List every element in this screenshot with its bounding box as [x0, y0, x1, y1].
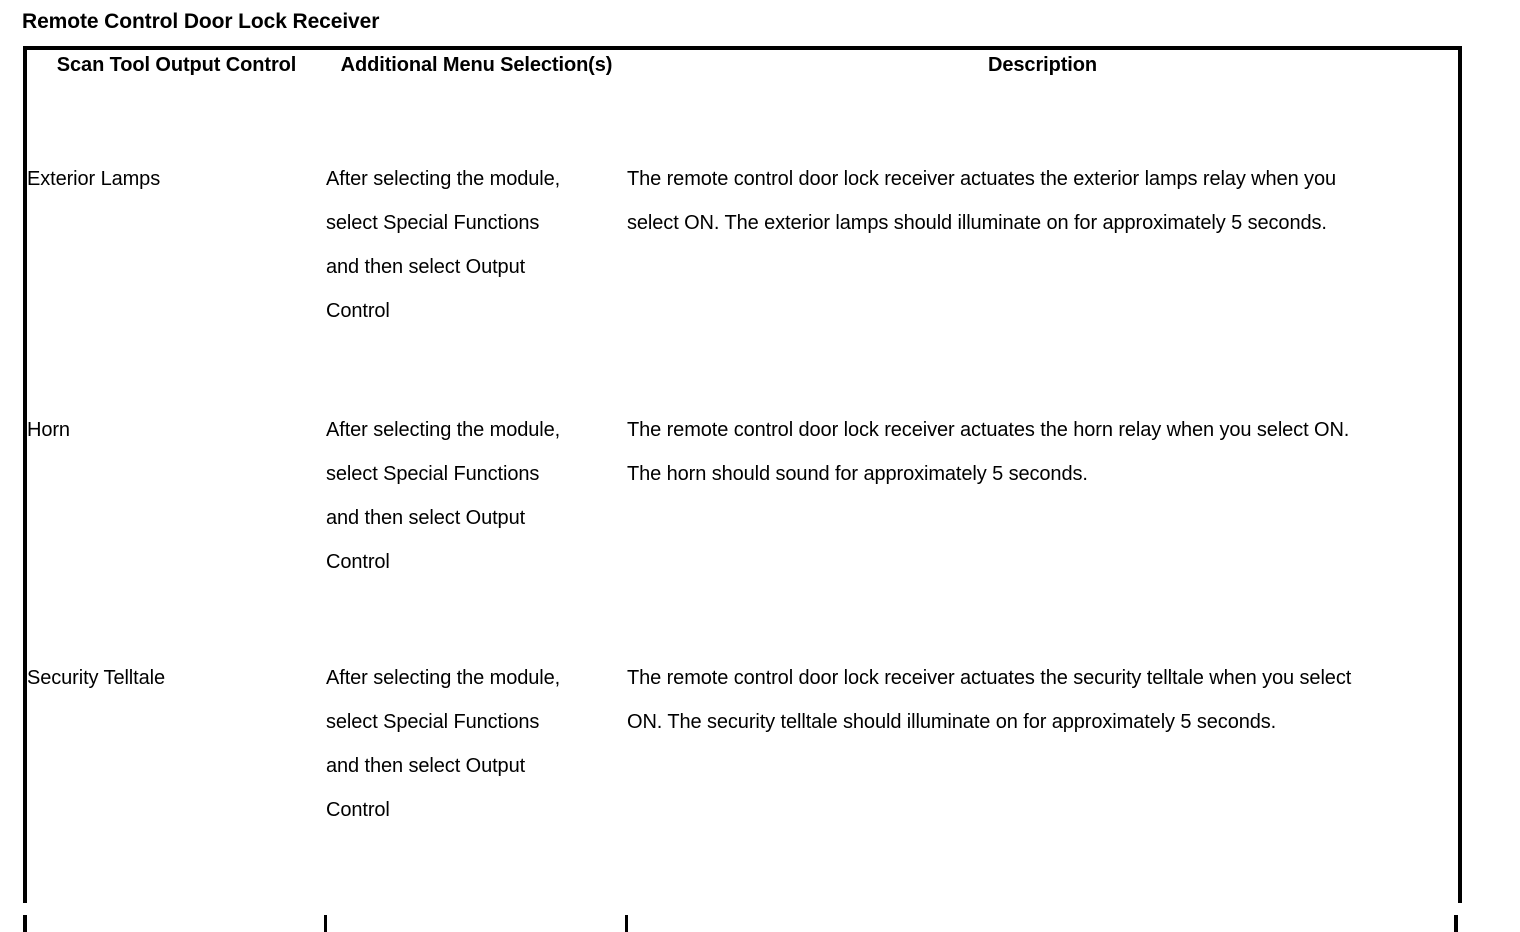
cell-menu-selection-text: After selecting the module, select Speci…: [326, 667, 561, 821]
page-title: Remote Control Door Lock Receiver: [22, 10, 380, 33]
cell-control: Horn: [25, 408, 326, 656]
column-header-additional-menu-selections: Additional Menu Selection(s): [326, 48, 627, 157]
column-divider: [625, 915, 628, 932]
cell-description: The remote control door lock receiver ac…: [627, 656, 1460, 903]
table-header-row: Scan Tool Output Control Additional Menu…: [25, 48, 1460, 157]
cell-control: Security Telltale: [25, 656, 326, 903]
scan-tool-output-control-table: Scan Tool Output Control Additional Menu…: [23, 46, 1462, 903]
cell-menu-selection: After selecting the module, select Speci…: [326, 157, 627, 408]
column-divider: [324, 915, 327, 932]
cell-menu-selection: After selecting the module, select Speci…: [326, 656, 627, 903]
table-row: Exterior Lamps After selecting the modul…: [25, 157, 1460, 408]
cell-description-text: The remote control door lock receiver ac…: [627, 168, 1337, 234]
cell-menu-selection-text: After selecting the module, select Speci…: [326, 168, 561, 322]
column-header-description: Description: [627, 48, 1460, 157]
cell-control: Exterior Lamps: [25, 157, 326, 408]
table-row: Security Telltale After selecting the mo…: [25, 656, 1460, 903]
table-header: Scan Tool Output Control Additional Menu…: [25, 48, 1460, 157]
cell-description-text: The remote control door lock receiver ac…: [627, 667, 1352, 733]
cell-description-text: The remote control door lock receiver ac…: [627, 419, 1350, 485]
cell-description: The remote control door lock receiver ac…: [627, 408, 1460, 656]
column-header-scan-tool-output-control: Scan Tool Output Control: [25, 48, 326, 157]
table-row: Horn After selecting the module, select …: [25, 408, 1460, 656]
cell-menu-selection-text: After selecting the module, select Speci…: [326, 419, 561, 573]
table-body: Exterior Lamps After selecting the modul…: [25, 157, 1460, 903]
cell-menu-selection: After selecting the module, select Speci…: [326, 408, 627, 656]
cell-description: The remote control door lock receiver ac…: [627, 157, 1460, 408]
table-continuation-clipped: [23, 915, 1458, 932]
